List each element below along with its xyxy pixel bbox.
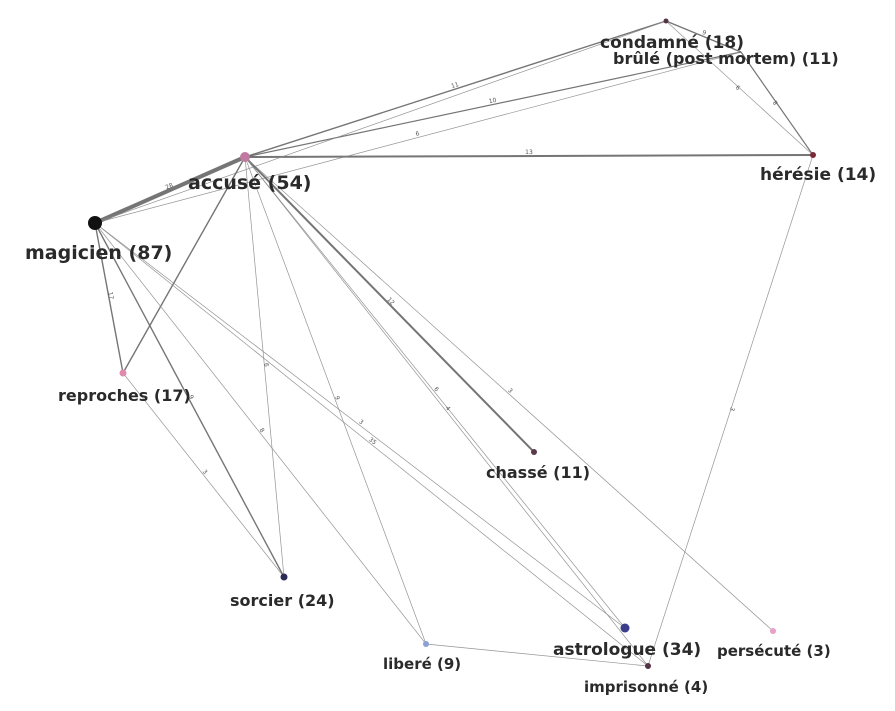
node-sorcier[interactable] (280, 573, 288, 581)
edge-weight-condamne-brule: 9 (701, 29, 707, 37)
node-heresie[interactable] (810, 152, 816, 158)
edge-heresie-brule (740, 51, 814, 156)
edge-weight-accuse-libere: 9 (333, 395, 341, 401)
node-label-condamne: condamné (18) (600, 33, 744, 53)
edge-accuse-condamne (244, 20, 667, 158)
node-label-magicien: magicien (87) (25, 242, 172, 264)
edge-weight-magicien-brule: 6 (415, 130, 421, 138)
node-condamne[interactable] (663, 18, 669, 24)
edge-magicien-reproches (94, 222, 124, 374)
edge-weight-heresie-condamne: 9 (735, 83, 743, 91)
node-label-persecute: persécuté (3) (717, 642, 831, 660)
edge-weight-heresie-brule: 8 (772, 99, 780, 106)
edge-accuse-heresie (244, 154, 814, 158)
node-imprisonne[interactable] (645, 663, 651, 669)
edge-weight-magicien-accuse: 28 (164, 182, 174, 192)
edge-accuse-libere (244, 156, 427, 645)
edge-weight-accuse-brule: 10 (488, 97, 497, 105)
edge-accuse-brule (244, 51, 742, 158)
node-accuse[interactable] (240, 152, 250, 162)
edges-layer (94, 20, 814, 667)
edge-weight-accuse-condamne: 11 (450, 81, 460, 90)
node-persecute[interactable] (770, 628, 776, 634)
edge-weight-accuse-heresie: 13 (525, 149, 533, 156)
edge-weight-magicien-reproches: 17 (106, 291, 114, 300)
edge-weight-magicien-imprisonne: 35 (367, 436, 377, 446)
edge-libere-imprisonne (425, 643, 649, 667)
edge-accuse-chasse (244, 156, 535, 453)
edge-magicien-condamne (94, 20, 667, 224)
node-label-imprisonne: imprisonné (4) (584, 678, 708, 696)
edge-weight-magicien-libere: 8 (258, 427, 266, 434)
edge-magicien-brule (94, 51, 742, 224)
node-chasse[interactable] (531, 449, 537, 455)
node-label-chasse: chassé (11) (486, 463, 590, 482)
edge-heresie-condamne (665, 20, 814, 156)
node-label-brule: brûlé (post mortem) (11) (613, 49, 839, 68)
node-label-heresie: hérésie (14) (760, 165, 876, 185)
edge-weight-magicien-astrologue: 3 (357, 418, 364, 426)
node-label-sorcier: sorcier (24) (230, 591, 335, 610)
node-label-libere: liberé (9) (383, 655, 461, 673)
node-label-accuse: accusé (54) (188, 172, 312, 194)
edge-weight-heresie-imprisonne: 3 (728, 406, 736, 412)
node-reproches[interactable] (119, 369, 127, 377)
edge-weight-reproches-sorcier: 3 (201, 468, 209, 475)
edge-accuse-reproches (122, 156, 246, 374)
node-label-astrologue: astrologue (34) (553, 640, 701, 660)
edge-magicien-libere (94, 222, 427, 645)
edge-weight-accuse-persecute: 3 (506, 387, 514, 395)
edge-reproches-sorcier (122, 372, 285, 578)
nodes-layer (88, 18, 816, 669)
edge-magicien-sorcier (94, 222, 285, 578)
edge-magicien-imprisonne (94, 222, 649, 667)
edge-accuse-imprisonne (244, 156, 649, 667)
edge-condamne-brule (665, 20, 742, 53)
edge-weight-accuse-sorcier: 6 (262, 363, 269, 368)
node-magicien[interactable] (88, 216, 102, 230)
edge-accuse-sorcier (244, 156, 285, 578)
edge-weight-accuse-astrologue: 6 (432, 386, 440, 394)
edge-magicien-astrologue (94, 222, 626, 629)
edge-heresie-imprisonne (647, 154, 814, 667)
edge-accuse-astrologue (244, 156, 626, 629)
edge-weight-accuse-chasse: 12 (385, 296, 395, 306)
edge-magicien-accuse (94, 155, 246, 225)
labels-layer: 28 13 11 10 6 12 6 9 6 4 3 17 9 8 3 35 3 8 9 3 9 magicien (87… (25, 29, 876, 696)
edge-weight-magicien-sorcier: 9 (187, 394, 195, 401)
node-astrologue[interactable] (620, 623, 630, 633)
edge-weight-accuse-imprisonne: 4 (444, 405, 452, 412)
node-label-reproches: reproches (17) (58, 386, 191, 405)
node-libere[interactable] (423, 641, 429, 647)
